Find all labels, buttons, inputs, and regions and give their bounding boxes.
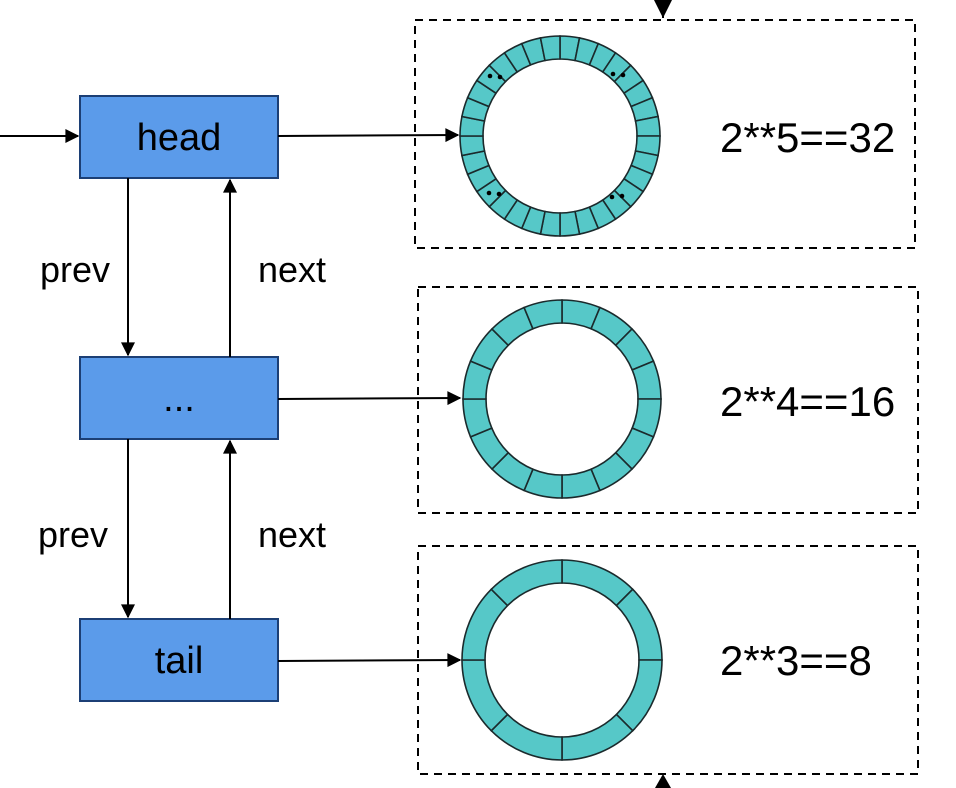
- ring-label-8: 2**3==8: [720, 637, 872, 684]
- top-incoming-arrowhead: [654, 0, 672, 18]
- ring-slot: [615, 659, 663, 732]
- ring-label-32: 2**5==32: [720, 114, 895, 161]
- next-label-2: next: [258, 514, 326, 555]
- timing-wheel-32: [459, 35, 661, 237]
- node-middle-label: ...: [163, 378, 195, 420]
- ring-slot: [490, 713, 563, 761]
- node-head: head: [79, 95, 279, 179]
- next-label-1: next: [258, 249, 326, 290]
- ring-slot: [539, 35, 561, 62]
- timing-wheel-16: [462, 299, 662, 499]
- ring-slot: [523, 299, 563, 330]
- ring-slot: [561, 713, 634, 761]
- ring-32-ellipsis-marks: [486, 71, 626, 200]
- timing-wheel-8: [461, 559, 663, 761]
- head-to-ring-arrow: [277, 128, 460, 143]
- bottom-incoming-arrowhead: [655, 774, 671, 788]
- node-middle: ...: [79, 356, 279, 440]
- ring-label-16: 2**4==16: [720, 378, 895, 425]
- ring-slot: [490, 559, 563, 607]
- node-tail: tail: [79, 618, 279, 702]
- node-head-label: head: [137, 117, 222, 159]
- ring-slot: [461, 588, 509, 661]
- middle-to-ring-arrow: [277, 391, 462, 406]
- prev-label-1: prev: [40, 249, 110, 290]
- ring-slot: [461, 659, 509, 732]
- ring-slot: [561, 559, 634, 607]
- ring-slot: [615, 588, 663, 661]
- node-tail-label: tail: [155, 640, 204, 682]
- prev-label-2: prev: [38, 514, 108, 555]
- tail-to-ring-arrow: [277, 653, 462, 668]
